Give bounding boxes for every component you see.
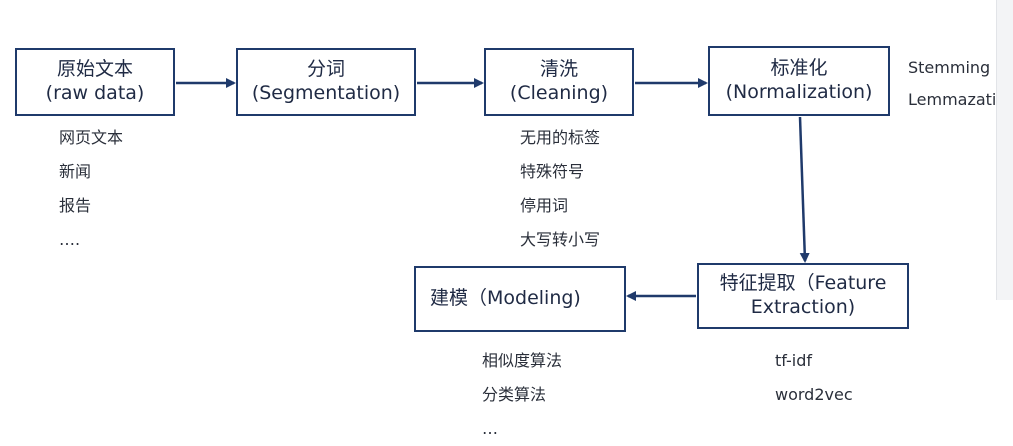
note-item: tf-idf <box>775 351 813 370</box>
notes-cleaning: 无用的标签 特殊符号 停用词 大写转小写 <box>520 121 600 257</box>
note-item: Stemming <box>908 58 991 77</box>
arrow-norm-to-feat <box>798 116 810 263</box>
node-clean-title: 清洗 <box>539 58 578 81</box>
note-item: … <box>482 419 498 438</box>
note-item: 无用的标签 <box>520 128 601 147</box>
node-seg-title: 分词 <box>306 58 345 81</box>
node-feat-line2: Extraction) <box>750 296 856 318</box>
notes-modeling: 相似度算法 分类算法 … <box>482 344 562 446</box>
node-norm-subtitle: (Normalization) <box>725 81 873 103</box>
note-item: 相似度算法 <box>482 351 563 370</box>
node-raw-text: 原始文本 (raw data) <box>15 48 175 116</box>
node-seg-subtitle: (Segmentation) <box>251 82 401 104</box>
note-item: 停用词 <box>520 196 569 215</box>
notes-raw-text: 网页文本 新闻 报告 …. <box>59 121 123 257</box>
note-item: 分类算法 <box>482 385 547 404</box>
notes-normalization: Stemming Lemmazatio <box>908 52 1006 116</box>
note-item: 网页文本 <box>59 128 124 147</box>
node-feature-extraction: 特征提取（Feature Extraction) <box>697 263 909 329</box>
note-item: 大写转小写 <box>520 230 601 249</box>
node-model-title: 建模（Modeling) <box>430 287 581 310</box>
node-clean-subtitle: (Cleaning) <box>509 82 609 104</box>
note-item: …. <box>59 230 81 249</box>
node-raw-subtitle: (raw data) <box>45 82 145 104</box>
note-item: 报告 <box>59 196 92 215</box>
notes-feature-extraction: tf-idf word2vec <box>775 344 853 412</box>
node-cleaning: 清洗 (Cleaning) <box>484 48 634 116</box>
note-item: word2vec <box>775 385 853 404</box>
note-item: 特殊符号 <box>520 162 585 181</box>
node-segmentation: 分词 (Segmentation) <box>236 48 416 116</box>
side-panel-edge <box>996 0 1013 300</box>
node-normalization: 标准化 (Normalization) <box>708 46 890 116</box>
node-modeling: 建模（Modeling) <box>414 266 626 332</box>
node-raw-title: 原始文本 <box>56 58 133 81</box>
note-item: 新闻 <box>59 162 92 181</box>
node-norm-title: 标准化 <box>770 57 828 80</box>
node-feat-line1: 特征提取（Feature <box>719 272 887 295</box>
note-item: Lemmazatio <box>908 90 1007 109</box>
